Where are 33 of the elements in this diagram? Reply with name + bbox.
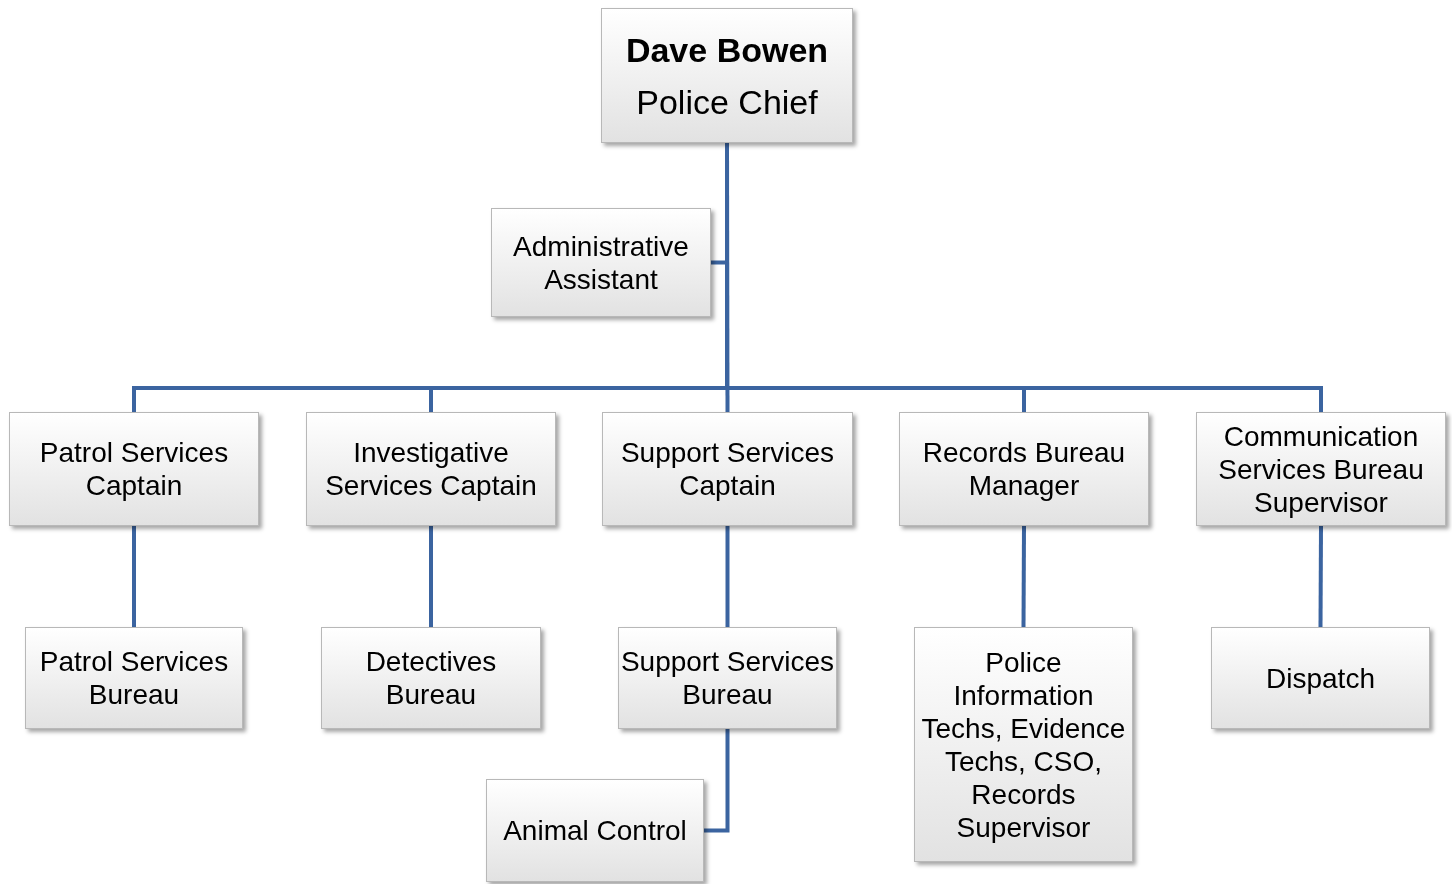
position-label: Support Services Captain (619, 436, 836, 502)
connector-line (132, 526, 136, 627)
position-box (1211, 627, 1430, 729)
position-label: Communication Services Bureau Supervisor (1217, 419, 1425, 519)
connector-line (704, 729, 730, 833)
position-box (1196, 412, 1446, 526)
position-box (914, 627, 1133, 862)
position-label: Detectives Bureau (364, 645, 498, 711)
position-label: Administrative Assistant (512, 229, 690, 296)
position-box (618, 627, 837, 729)
position-box (306, 412, 556, 526)
position-label: Support Services Bureau (620, 645, 835, 711)
person-name: Dave Bowen (625, 29, 829, 71)
title-box (601, 8, 853, 143)
position-box (899, 412, 1149, 526)
position-label: Dispatch (1266, 661, 1375, 695)
position-label: Records Bureau Manager (921, 436, 1127, 502)
connector-line (725, 526, 730, 627)
connector-line (1021, 526, 1026, 627)
position-box (602, 412, 853, 526)
connector-line (1318, 526, 1323, 627)
position-box (321, 627, 541, 729)
position-box (25, 627, 243, 729)
position-box (9, 412, 259, 526)
position-box (491, 208, 711, 317)
position-box (486, 779, 704, 882)
position-label: Patrol Services Captain (38, 436, 230, 502)
position-label: Investigative Services Captain (324, 436, 538, 502)
position-label: Animal Control (503, 814, 687, 847)
position-label: Police Information Techs, Evidence Techs, CSO, Records Supervisor (920, 645, 1127, 844)
connector-line (429, 526, 433, 627)
job-title: Police Chief (636, 81, 818, 123)
position-label: Patrol Services Bureau (38, 645, 230, 711)
